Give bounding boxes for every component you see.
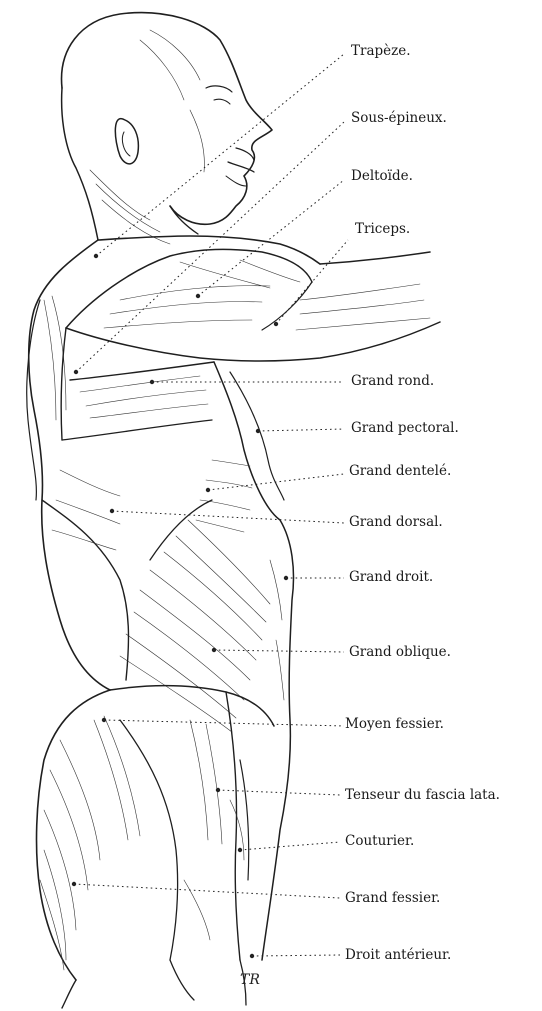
label-triceps: Triceps. xyxy=(355,221,410,237)
label-grand-oblique: Grand oblique. xyxy=(349,644,451,660)
leader-dot-grand-pectoral xyxy=(256,429,260,433)
leader-grand-dorsal xyxy=(112,511,344,523)
leader-dot-couturier xyxy=(238,848,242,852)
label-droit-anterieur: Droit antérieur. xyxy=(345,947,451,963)
leader-dot-grand-rond xyxy=(150,380,154,384)
leader-dot-deltoide xyxy=(196,294,200,298)
leader-dot-tenseur xyxy=(216,788,220,792)
leader-dot-moyen-fessier xyxy=(102,718,106,722)
label-grand-pectoral: Grand pectoral. xyxy=(351,420,459,436)
label-tenseur-fascia-lata: Tenseur du fascia lata. xyxy=(345,787,500,803)
artist-signature: TR xyxy=(240,972,260,988)
leader-dot-grand-fessier xyxy=(72,882,76,886)
label-trapeze: Trapèze. xyxy=(351,43,411,59)
leader-dot-grand-dentele xyxy=(206,488,210,492)
leader-dot-triceps xyxy=(274,322,278,326)
leader-dot-grand-droit xyxy=(284,576,288,580)
label-grand-fessier: Grand fessier. xyxy=(345,890,440,906)
label-grand-dorsal: Grand dorsal. xyxy=(349,514,443,530)
label-moyen-fessier: Moyen fessier. xyxy=(345,716,444,732)
leader-moyen-fessier xyxy=(104,720,344,726)
label-deltoide: Deltoïde. xyxy=(351,168,413,184)
label-grand-droit: Grand droit. xyxy=(349,569,433,585)
leader-trapeze xyxy=(96,54,344,256)
leader-deltoide xyxy=(198,180,344,296)
leader-dot-sous-epineux xyxy=(74,370,78,374)
muscle-labels: Trapèze. Sous-épineux. Deltoïde. Triceps… xyxy=(345,43,500,963)
label-sous-epineux: Sous-épineux. xyxy=(351,110,447,126)
leader-grand-oblique xyxy=(214,650,344,652)
leader-dot-droit-anterieur xyxy=(250,954,254,958)
leader-droit-anterieur xyxy=(252,955,340,956)
leader-grand-fessier xyxy=(74,884,340,898)
label-grand-rond: Grand rond. xyxy=(351,373,434,389)
muscular-torso-figure xyxy=(27,13,440,1008)
leader-dot-grand-oblique xyxy=(212,648,216,652)
leader-dot-trapeze xyxy=(94,254,98,258)
label-couturier: Couturier. xyxy=(345,833,414,849)
leader-grand-pectoral xyxy=(258,429,344,431)
label-grand-dentele: Grand dentelé. xyxy=(349,463,451,479)
leader-grand-dentele xyxy=(208,474,344,490)
leader-couturier xyxy=(240,842,340,850)
leader-sous-epineux xyxy=(76,122,344,372)
leader-lines xyxy=(72,54,348,958)
leader-dot-grand-dorsal xyxy=(110,509,114,513)
